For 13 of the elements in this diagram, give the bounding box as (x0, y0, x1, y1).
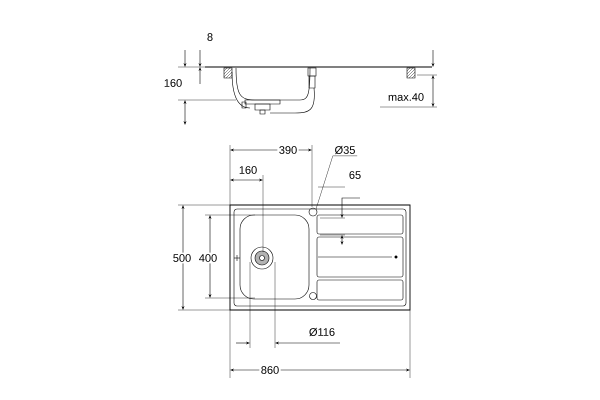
dimension-label: 160 (162, 78, 184, 88)
dimension-label: max.40 (386, 92, 426, 102)
dimension-label: 390 (277, 144, 299, 156)
dimension-label: 860 (259, 364, 281, 376)
dimension-label: 160 (237, 164, 259, 176)
tap-hole (308, 208, 318, 216)
dimension-label: 8 (205, 32, 215, 42)
dimension-label: 400 (197, 252, 219, 264)
dimension-label: 500 (171, 252, 193, 264)
dimension-label: Ø116 (307, 326, 337, 338)
leader-line (316, 156, 358, 210)
dimension-label: Ø35 (334, 146, 355, 154)
dimension-label: 65 (347, 170, 363, 180)
